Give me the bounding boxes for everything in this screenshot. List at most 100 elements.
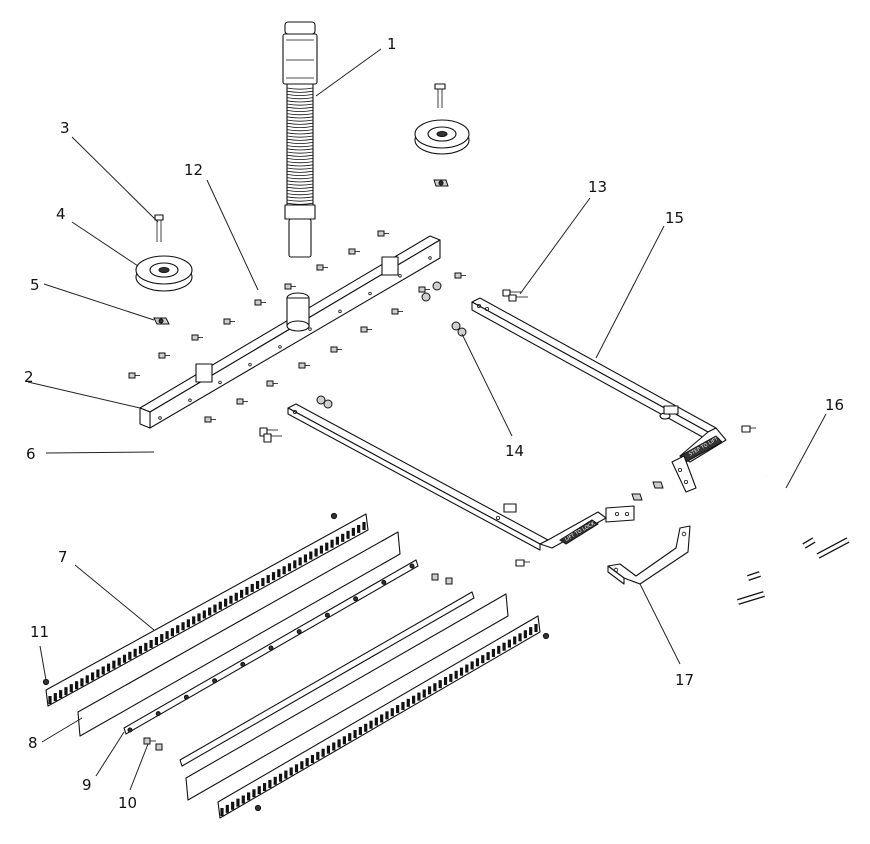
strip-tooth <box>250 583 254 592</box>
strip-tooth <box>234 592 238 601</box>
hose-rib <box>286 154 314 157</box>
strip-tooth <box>53 693 57 702</box>
strip-tooth <box>364 723 368 732</box>
hose-rib <box>286 158 314 160</box>
strip-tooth <box>438 680 442 689</box>
strip-tooth <box>247 792 251 801</box>
strip-tooth <box>319 545 324 554</box>
hose-rib <box>286 100 314 103</box>
callout-1: 1 <box>387 35 397 53</box>
strip-tooth <box>330 539 334 548</box>
hose-rib <box>286 138 314 141</box>
strip-tooth <box>170 628 175 637</box>
part-lift-arm-left: LIFT TO LOCK <box>287 403 664 567</box>
hose-rib <box>286 148 314 151</box>
callout-17: 17 <box>675 671 694 689</box>
callout-labels: 1 2 3 4 5 6 7 8 9 10 11 12 13 14 15 16 1… <box>24 35 844 812</box>
frame-hole <box>248 362 252 367</box>
strip-tooth <box>491 648 496 657</box>
strip-tooth <box>278 773 283 782</box>
strip-tooth <box>154 637 159 646</box>
strip-tooth <box>287 563 292 572</box>
strip-tooth <box>268 779 272 788</box>
frame-hole <box>398 274 402 278</box>
strip-tooth <box>417 692 421 701</box>
screw <box>298 362 306 369</box>
callout-9: 9 <box>82 776 92 794</box>
strip-tooth <box>262 783 267 792</box>
strip-tooth <box>534 624 538 632</box>
strip-tooth <box>310 754 315 763</box>
screw <box>266 380 274 387</box>
strip-tooth <box>64 687 68 696</box>
strip-tooth <box>422 689 426 698</box>
strip-tooth <box>224 598 228 607</box>
strip-tooth <box>80 678 84 687</box>
strip-tooth <box>346 530 350 539</box>
strip-tooth <box>149 639 153 648</box>
strip-tooth <box>117 657 121 666</box>
frame-hole <box>368 291 372 296</box>
strip-hole <box>240 661 246 667</box>
strip-tooth <box>454 670 458 679</box>
hose-rib <box>286 129 314 132</box>
strip-hole <box>127 727 133 733</box>
strip-tooth <box>138 645 143 654</box>
strip-tooth <box>293 560 297 569</box>
hose-rib <box>286 161 314 164</box>
part-12-screws <box>128 230 466 423</box>
strip-tooth <box>523 630 527 639</box>
strip-tooth <box>213 604 217 613</box>
screw <box>158 352 166 359</box>
strip-tooth <box>257 786 261 795</box>
callout-8: 8 <box>28 734 38 752</box>
strip-tooth <box>385 711 389 720</box>
hose-rib <box>286 142 314 144</box>
strip-tooth <box>277 569 281 578</box>
strip-tooth <box>353 730 357 739</box>
strip-tooth <box>90 672 95 681</box>
hose-rib <box>286 190 314 192</box>
hose-rib <box>286 106 314 109</box>
strip-tooth <box>433 683 437 692</box>
strip-tooth <box>362 522 366 530</box>
part-1-flex-hose <box>282 21 318 258</box>
part-8-flat-strip-lower <box>185 593 509 801</box>
strip-tooth <box>390 708 394 717</box>
strip-tooth <box>341 533 345 542</box>
strip-tooth <box>358 726 362 735</box>
screw <box>377 230 385 237</box>
strip-tooth <box>284 770 288 779</box>
strip-tooth <box>236 798 240 807</box>
hose-rib <box>286 202 314 205</box>
strip-tooth <box>513 636 517 645</box>
hose-rib <box>286 145 314 148</box>
strip-hole <box>381 579 387 585</box>
hose-rib <box>286 193 314 196</box>
callout-14: 14 <box>505 442 524 460</box>
strip-tooth <box>348 733 352 742</box>
strip-hole <box>183 694 189 700</box>
callout-6: 6 <box>26 445 36 463</box>
hose-rib <box>286 126 314 128</box>
hose-rib <box>286 132 314 135</box>
strip-tooth <box>112 660 116 669</box>
strip-tooth <box>229 595 233 604</box>
strip-tooth <box>374 717 378 726</box>
strip-tooth <box>261 578 265 587</box>
frame-hole <box>308 327 312 331</box>
part-16-wire-handle <box>716 456 850 605</box>
strip-tooth <box>411 695 416 704</box>
part-8-flat-strip-upper <box>77 531 401 737</box>
hose-rib <box>286 170 314 173</box>
part-10-screws <box>143 573 453 751</box>
strip-tooth <box>465 664 469 673</box>
strip-tooth <box>239 589 244 598</box>
screw <box>128 372 136 379</box>
screw <box>204 416 212 423</box>
part-15-lift-arm-right: STEP TO LIFT <box>471 297 756 493</box>
callout-3: 3 <box>60 119 70 137</box>
strip-tooth <box>314 548 318 557</box>
strip-tooth <box>255 580 260 589</box>
